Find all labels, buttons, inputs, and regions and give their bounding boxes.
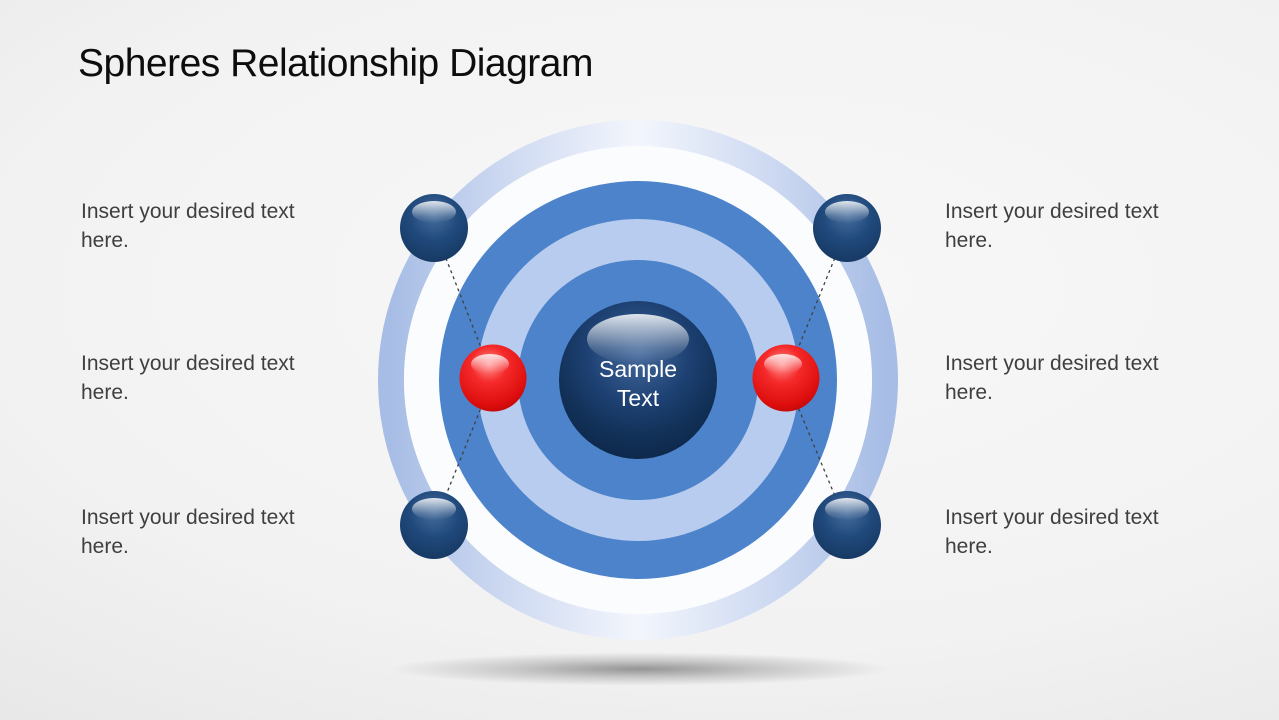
center-sphere: Sample Text: [559, 301, 717, 459]
slide-title: Spheres Relationship Diagram: [78, 42, 593, 85]
satellite-sphere-bottom-left: [400, 491, 468, 559]
text-placeholder-left-top: Insert your desired text here.: [81, 200, 295, 252]
satellite-sphere-top-right: [813, 194, 881, 262]
text-placeholder-right-middle: Insert your desired text here.: [945, 352, 1159, 404]
text-placeholder-right-bottom: Insert your desired text here.: [945, 506, 1159, 558]
satellite-sphere-bottom-right: [813, 491, 881, 559]
red-sphere-right: [752, 344, 820, 412]
diagram-drop-shadow: [385, 652, 895, 686]
text-placeholder-left-middle: Insert your desired text here.: [81, 352, 295, 404]
spheres-relationship-diagram: Sample Text: [378, 120, 898, 640]
center-sphere-text-line1: Sample: [599, 356, 677, 382]
left-connector-dashed-line: [433, 227, 494, 526]
text-placeholder-left-bottom: Insert your desired text here.: [81, 506, 295, 558]
center-sphere-text-line2: Text: [617, 385, 660, 411]
red-sphere-left: [459, 344, 527, 412]
text-placeholder-right-top: Insert your desired text here.: [945, 200, 1159, 252]
outer-orbit-ring: [378, 120, 898, 640]
satellite-sphere-top-left: [400, 194, 468, 262]
right-connector-dashed-line: [785, 227, 848, 526]
